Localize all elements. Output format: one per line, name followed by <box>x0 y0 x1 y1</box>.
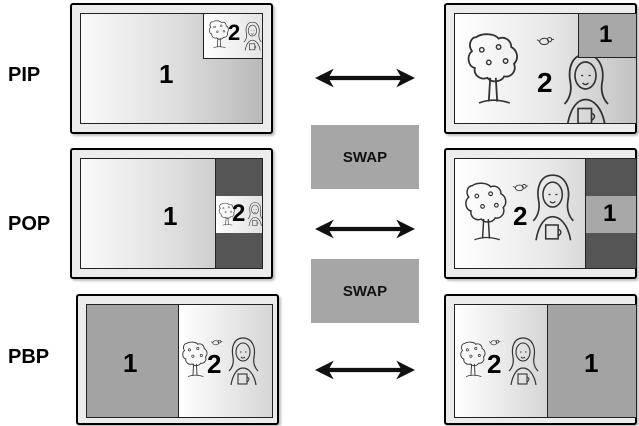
double-arrow-icon <box>315 360 415 380</box>
woman-with-cup-icon <box>244 20 262 52</box>
woman-with-cup-icon <box>533 171 575 243</box>
pip-left-inset: 2 <box>203 13 263 59</box>
pbp-left-screen: 1 2 <box>86 304 273 418</box>
bird-icon <box>211 339 223 346</box>
pip-right-inset: 1 <box>578 13 637 58</box>
mode-label-pbp: PBP <box>8 346 49 369</box>
pop-right-monitor: 2 1 <box>444 148 637 279</box>
pip-right-main-source: 2 <box>537 69 553 97</box>
swap-box-pip-pop: SWAP <box>311 125 419 189</box>
pbp-left-pane-b: 2 <box>179 305 272 417</box>
tree-icon <box>465 28 521 108</box>
pop-right-side-middle: 1 <box>585 196 637 233</box>
woman-with-cup-icon <box>229 335 259 387</box>
woman-with-cup-icon <box>248 201 263 227</box>
pbp-right-screen: 2 1 <box>454 304 637 418</box>
woman-with-cup-icon <box>509 335 539 387</box>
pop-left-screen: 1 2 <box>80 158 263 269</box>
pip-right-screen: 2 1 <box>454 13 637 124</box>
bird-icon <box>513 183 529 192</box>
pip-left-main-source: 1 <box>159 61 173 87</box>
pop-right-side-bottom <box>585 233 637 269</box>
pop-left-side-source: 2 <box>232 202 245 226</box>
pbp-left-pane-a: 1 <box>87 305 179 417</box>
pip-left-inset-source: 2 <box>228 22 240 44</box>
pop-left-side-bottom <box>215 233 263 269</box>
pbp-right-pane-a: 2 <box>455 305 548 417</box>
pip-left-screen: 1 2 <box>80 13 263 124</box>
pbp-left-pane-b-source: 2 <box>207 351 221 377</box>
pbp-left-pane-a-source: 1 <box>123 350 137 376</box>
tree-icon <box>463 177 509 245</box>
double-arrow-icon <box>315 68 415 88</box>
pbp-right-pane-a-source: 2 <box>487 351 501 377</box>
pbp-right-pane-b: 1 <box>548 305 637 417</box>
pbp-right-monitor: 2 1 <box>444 294 637 425</box>
pop-left-monitor: 1 2 <box>70 148 273 279</box>
pop-left-side-top <box>215 158 263 196</box>
pop-left-side-middle: 2 <box>215 196 263 233</box>
bird-icon <box>489 339 501 346</box>
mode-label-pip: PIP <box>8 64 40 87</box>
swap-label: SWAP <box>343 283 387 300</box>
pbp-left-monitor: 1 2 <box>76 294 279 425</box>
pip-right-inset-source: 1 <box>599 23 612 47</box>
bird-icon <box>537 36 555 46</box>
swap-box-pop-pbp: SWAP <box>311 259 419 323</box>
tree-icon <box>208 18 230 50</box>
pop-right-main-source: 2 <box>513 203 527 229</box>
tree-icon <box>181 337 209 381</box>
pbp-right-pane-b-source: 1 <box>584 350 598 376</box>
pop-right-side-top <box>585 158 637 196</box>
tree-icon <box>459 337 487 381</box>
woman-with-cup-icon <box>563 50 611 124</box>
pop-right-screen: 2 1 <box>454 158 637 269</box>
pip-left-monitor: 1 2 <box>70 3 273 134</box>
double-arrow-icon <box>315 219 415 239</box>
swap-label: SWAP <box>343 149 387 166</box>
pop-left-main-source: 1 <box>163 203 177 229</box>
pip-right-monitor: 2 1 <box>444 3 637 134</box>
mode-label-pop: POP <box>8 213 50 236</box>
pop-right-side-source: 1 <box>603 202 616 226</box>
